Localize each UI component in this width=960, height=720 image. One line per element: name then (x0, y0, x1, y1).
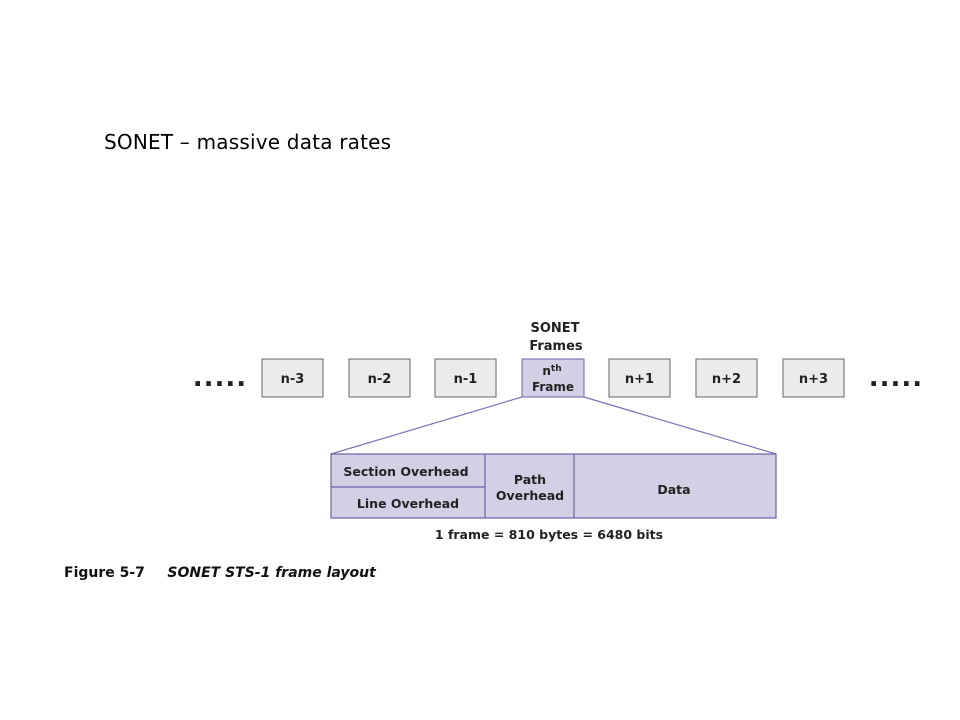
frame-label: n-3 (281, 372, 305, 387)
line-overhead-label: Line Overhead (357, 496, 459, 511)
frame-n+1: n+1 (608, 358, 671, 398)
frame-n-2: n-2 (348, 358, 411, 398)
connector-left (330, 396, 523, 455)
frame-size-label: 1 frame = 810 bytes = 6480 bits (435, 527, 663, 542)
ellipsis-left: ..... (193, 363, 247, 393)
figure-number: Figure 5-7 (64, 565, 145, 581)
frame-label: n+1 (625, 372, 654, 387)
frame-label: n-1 (454, 372, 478, 387)
frame-label: n-2 (368, 372, 392, 387)
frame-n+3: n+3 (782, 358, 845, 398)
frames-header-line1: SONET (530, 321, 579, 336)
data-label: Data (657, 482, 690, 497)
slide-title: SONET – massive data rates (104, 130, 392, 154)
figure-caption: Figure 5-7 SONET STS-1 frame layout (64, 565, 376, 581)
frame-n+2: n+2 (695, 358, 758, 398)
frame-n-3: n-3 (261, 358, 324, 398)
frame-label: n+3 (799, 372, 828, 387)
section-overhead-label: Section Overhead (343, 464, 468, 479)
nth-frame-word: Frame (532, 380, 574, 394)
path-overhead-label-line2: Overhead (496, 488, 564, 503)
frame-label: n+2 (712, 372, 741, 387)
frame-n-1: n-1 (434, 358, 497, 398)
nth-frame-label: nth (542, 364, 561, 378)
figure-caption-text: SONET STS-1 frame layout (167, 565, 376, 581)
ellipsis-right: ..... (869, 363, 923, 393)
connector-right (583, 396, 777, 455)
frame-layout: Section Overhead Line Overhead Path Over… (330, 453, 777, 519)
frame-nth: nth Frame (521, 358, 585, 398)
path-overhead-label-line1: Path (514, 472, 546, 487)
frames-header-line2: Frames (529, 339, 583, 354)
